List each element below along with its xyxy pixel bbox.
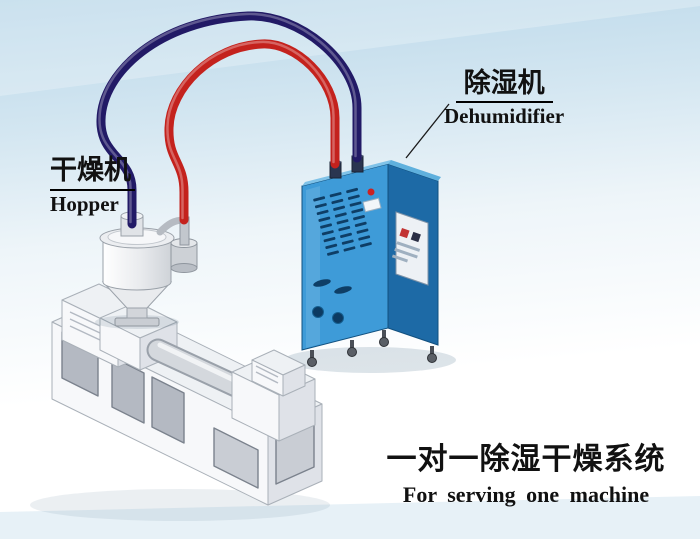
panel-button-red xyxy=(399,228,410,239)
casters xyxy=(307,330,437,367)
caster-wheel xyxy=(347,347,357,357)
hopper-label-en: Hopper xyxy=(50,192,119,217)
blue-pipe-highlight xyxy=(98,12,357,224)
return-air-pipe-blue xyxy=(96,11,362,229)
dehumidifier-side-rim xyxy=(388,160,441,181)
vent-box-side xyxy=(282,364,306,397)
oval-vent xyxy=(313,279,331,287)
panel-line xyxy=(396,241,421,252)
dehumidifier-leader-line xyxy=(405,103,450,159)
dehumidifier-label: 除湿机 Dehumidifier xyxy=(444,68,565,129)
nameplate xyxy=(362,197,382,213)
vent-box-lines xyxy=(255,365,279,384)
control-panel-items xyxy=(391,228,421,263)
round-port xyxy=(332,312,344,324)
hopper-dryer xyxy=(95,211,198,329)
system-caption: 一对一除湿干燥系统 For serving one machine xyxy=(378,434,674,508)
hopper-label-zh: 干燥机 xyxy=(50,155,135,192)
panel-line xyxy=(391,254,409,263)
bottom-light-band xyxy=(0,496,700,539)
indicator-light xyxy=(367,188,375,196)
hopper-base-plate xyxy=(114,317,160,327)
door-panel xyxy=(151,376,185,444)
system-caption-en: For serving one machine xyxy=(402,482,650,507)
caster-wheel xyxy=(307,357,317,367)
red-pipe-highlight xyxy=(166,40,335,220)
oval-vent xyxy=(334,286,352,294)
round-port xyxy=(312,306,324,318)
extruder-barrel xyxy=(146,338,250,399)
dry-air-pipe-red xyxy=(164,39,340,225)
extruder-machine xyxy=(51,283,323,506)
dehumidifier-label-zh: 除湿机 xyxy=(455,68,553,104)
front-sheen xyxy=(306,186,320,348)
pipes xyxy=(96,11,362,229)
dehumidifier-label-en: Dehumidifier xyxy=(444,104,565,129)
door-panel xyxy=(111,356,145,424)
control-panel xyxy=(391,211,429,286)
panel-line xyxy=(394,247,418,259)
vent-box xyxy=(251,349,306,397)
top-light-band xyxy=(0,0,700,96)
vent-grid xyxy=(313,187,372,256)
hopper-body xyxy=(102,237,172,291)
caster-wheel xyxy=(427,353,437,363)
filter-canister-bottom xyxy=(170,263,198,273)
caster-wheel xyxy=(379,337,389,347)
door-panel xyxy=(213,427,259,489)
system-caption-zh: 一对一除湿干燥系统 xyxy=(386,442,666,477)
dehumidifier-unit xyxy=(301,153,441,367)
blower-filter-assembly xyxy=(156,216,198,273)
leader-lines xyxy=(405,103,450,159)
motor-vent-lines xyxy=(69,311,101,341)
dehumidifier-top-rim xyxy=(302,160,391,186)
dehumidifier-shadow xyxy=(284,347,456,373)
hopper-label: 干燥机 Hopper xyxy=(50,155,135,217)
panel-button-dark xyxy=(410,231,421,243)
